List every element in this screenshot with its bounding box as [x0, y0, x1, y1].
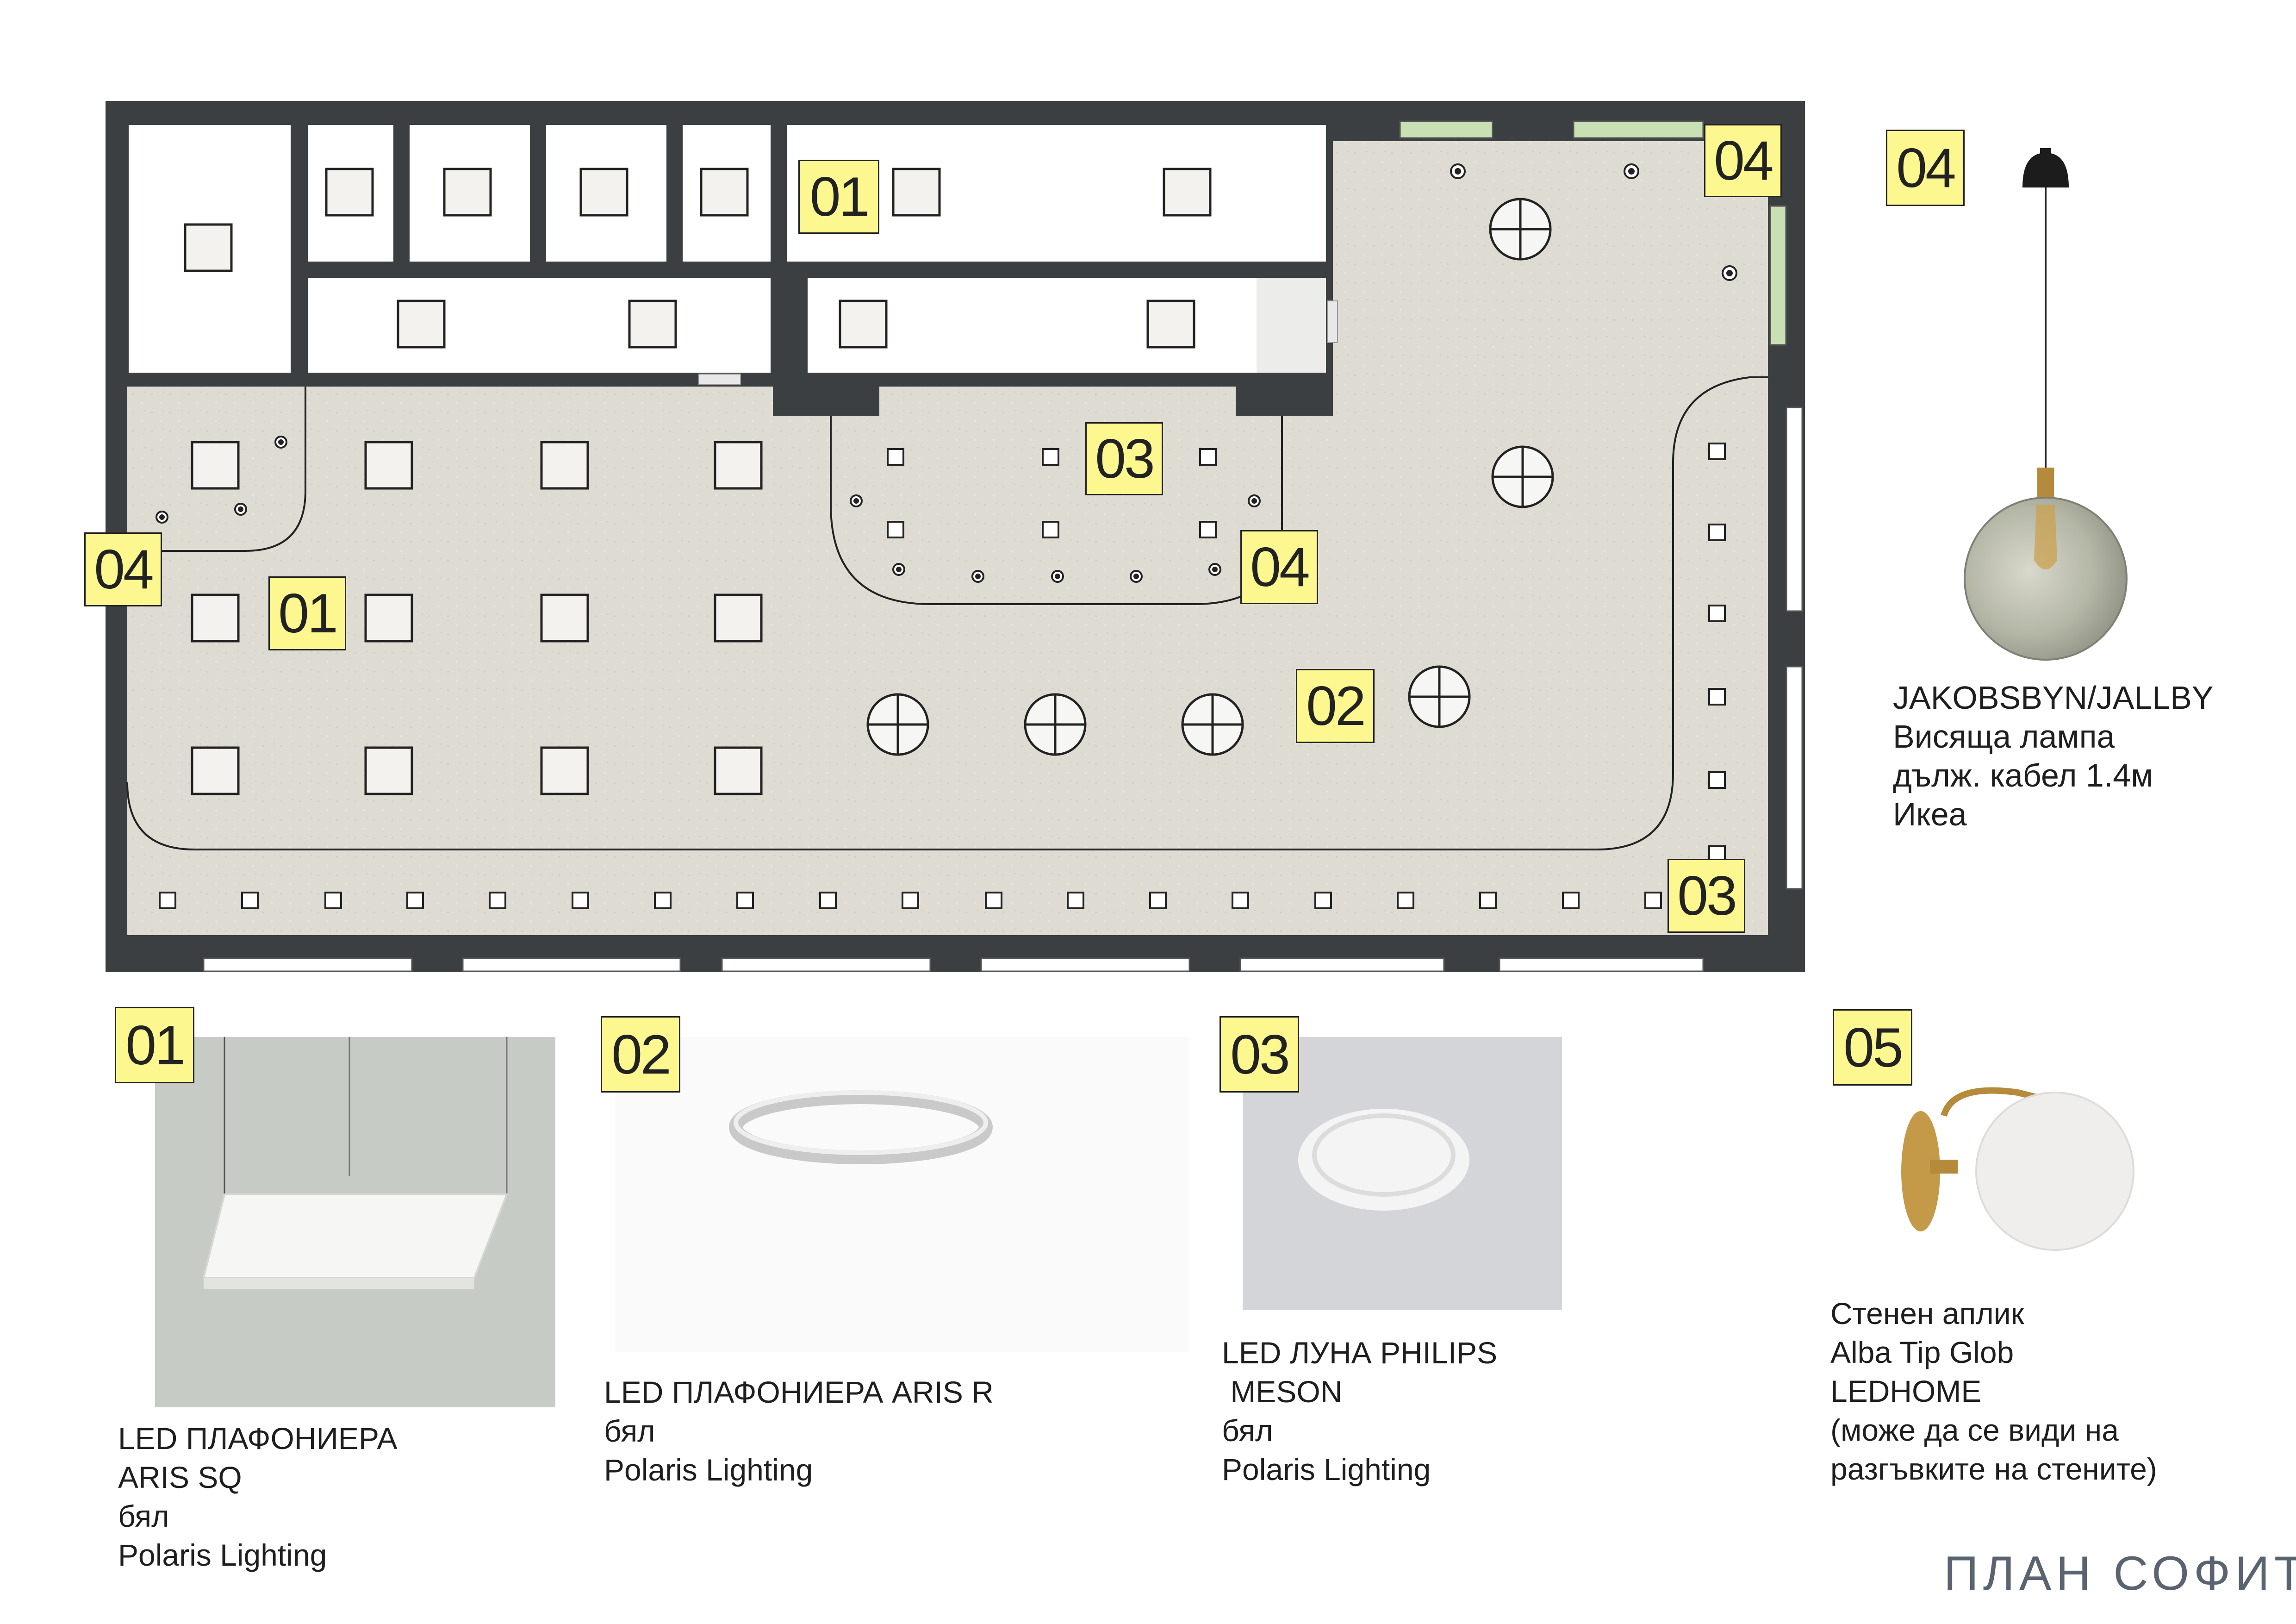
product-tag-04: 04	[1886, 130, 1965, 206]
p02-line3: Polaris Lighting	[604, 1453, 813, 1487]
plan-tag-04-left: 04	[84, 532, 162, 606]
p04-cable: дълж. кабел 1.4м	[1893, 757, 2153, 793]
product-tag-01: 01	[115, 1007, 194, 1083]
p05-line3: LEDHOME	[1830, 1374, 1982, 1408]
p04-name: JAKOBSBYN/JALLBY	[1893, 680, 2214, 716]
p04-type: Висяща лампа	[1893, 718, 2115, 755]
small-square-lights	[159, 443, 1726, 909]
p01-line2: ARIS SQ	[118, 1460, 242, 1494]
product-tag-03: 03	[1220, 1016, 1299, 1093]
aris-r-image	[616, 1037, 1189, 1352]
p01-line4: Polaris Lighting	[118, 1538, 327, 1572]
p03-line3: бял	[1222, 1413, 1273, 1448]
round-ceiling-lights	[866, 198, 1554, 756]
product-tag-05: 05	[1833, 1009, 1912, 1086]
plan-tag-02: 02	[1296, 669, 1375, 743]
p05-line1: Стенен аплик	[1830, 1296, 2024, 1330]
small-rooms	[129, 125, 1326, 373]
product-caption-01: LED ПЛАФОНИЕРА ARIS SQ бял Polaris Light…	[118, 1419, 398, 1574]
plan-tag-04-top-right: 04	[1704, 124, 1782, 197]
product-caption-05: Стенен аплик Alba Tip Glob LEDHOME (може…	[1830, 1294, 2157, 1488]
product-caption-02: LED ПЛАФОНИЕРА ARIS R бял Polaris Lighti…	[604, 1373, 994, 1489]
p04-brand: Икеа	[1893, 796, 1967, 832]
square-panel-lights	[184, 168, 1212, 795]
pendant-lamp-image	[1964, 148, 2128, 661]
plan-tag-03-center: 03	[1085, 422, 1163, 495]
p05-line5: разгъвките на стените)	[1830, 1452, 2157, 1486]
p02-line1: LED ПЛАФОНИЕРА ARIS R	[604, 1375, 994, 1409]
p01-line3: бял	[118, 1499, 169, 1533]
pendant-spots	[156, 163, 1737, 583]
windows	[203, 120, 1803, 972]
p01-line1: LED ПЛАФОНИЕРА	[118, 1421, 398, 1455]
plan-tag-01-left: 01	[268, 576, 346, 650]
p05-line4: (може да се види на	[1830, 1413, 2119, 1447]
plan-tag-01-top: 01	[798, 160, 879, 234]
product-tag-02: 02	[601, 1016, 680, 1093]
plan-tag-04-center: 04	[1240, 530, 1318, 604]
p02-line2: бял	[604, 1414, 655, 1448]
product-caption-04: JAKOBSBYN/JALLBY Висяща лампа дълж. кабе…	[1893, 678, 2214, 834]
aris-sq-image	[155, 1037, 555, 1407]
plan-tag-03-bottom-right: 03	[1668, 859, 1745, 933]
sheet-title: ПЛАН СОФИТ	[1944, 1547, 2296, 1600]
product-caption-03: LED ЛУНА PHILIPS MESON бял Polaris Light…	[1222, 1333, 1497, 1489]
p03-line2: MESON	[1222, 1374, 1343, 1409]
p05-line2: Alba Tip Glob	[1830, 1335, 2014, 1369]
p03-line1: LED ЛУНА PHILIPS	[1222, 1336, 1498, 1370]
p03-line4: Polaris Lighting	[1222, 1452, 1431, 1487]
